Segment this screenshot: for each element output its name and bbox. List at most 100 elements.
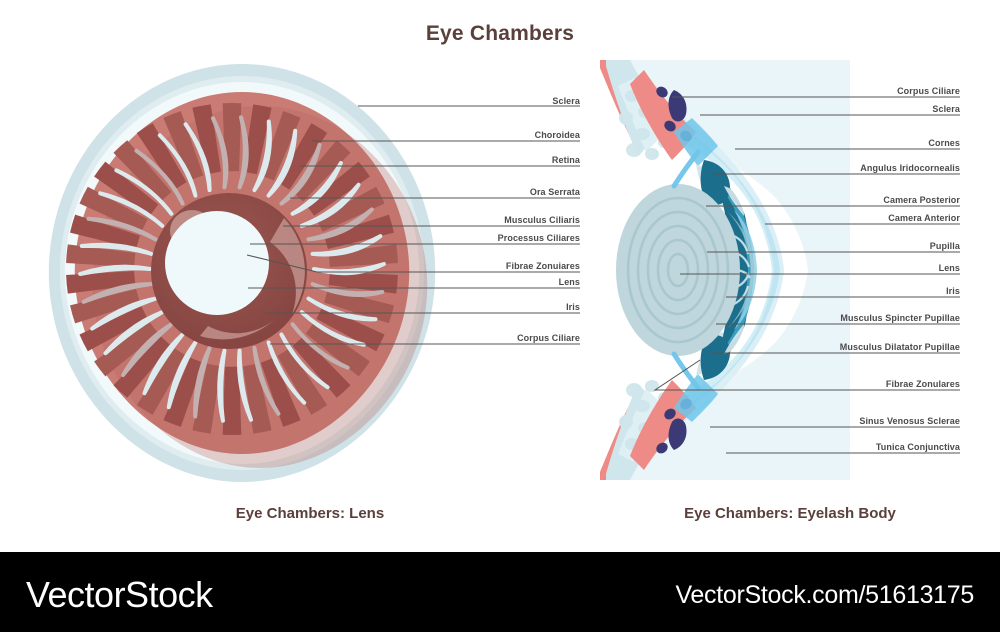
tunica-conjunctiva-bottom — [600, 374, 718, 480]
anatomy-label: Ora Serrata — [529, 187, 580, 197]
ciliary-process — [66, 244, 136, 268]
ciliary-process — [305, 161, 370, 216]
zonular-fibre — [134, 148, 185, 206]
zonular-fibre — [86, 216, 158, 242]
zonular-fibre — [90, 296, 158, 331]
zonular-fibre — [306, 296, 378, 322]
ciliary-process — [260, 357, 301, 427]
zonular-fibre — [114, 168, 174, 216]
tunica-conjunctiva-top — [600, 60, 718, 166]
anatomy-label: Iris — [946, 286, 960, 296]
zonular-fibre — [79, 242, 154, 256]
ciliary-process — [324, 214, 394, 250]
zonular-fibre — [310, 234, 383, 257]
zonular-fibre — [266, 340, 307, 405]
anatomy-label: Corpus Ciliare — [897, 86, 960, 96]
anatomy-label: Sclera — [932, 104, 960, 114]
anatomy-label: Musculus Dilatator Pupillae — [839, 342, 960, 352]
ciliary-process — [192, 363, 221, 434]
zonular-fibre — [310, 282, 385, 298]
zonular-fibre — [279, 142, 322, 206]
zonular-fibre — [237, 348, 254, 422]
zonular-fibre — [78, 264, 152, 277]
ciliary-process — [113, 140, 172, 202]
anatomy-label: Pupilla — [929, 241, 960, 251]
eye-frontal-section-diagram — [32, 58, 452, 488]
corpus-ciliare-ring — [66, 103, 398, 435]
ciliary-process — [94, 161, 159, 216]
zonular-fibre — [81, 282, 154, 304]
ciliary-process — [292, 140, 351, 202]
vectorstock-logo: VectorStock — [26, 574, 213, 615]
anatomy-label: Fibrae Zonulares — [885, 379, 960, 389]
zonular-fibre — [217, 348, 227, 423]
ciliary-process — [243, 104, 272, 175]
zonular-fibre — [290, 160, 343, 216]
zonular-fibre — [299, 310, 366, 347]
zonular-fibre — [103, 310, 165, 356]
zonular-fibre — [166, 340, 198, 410]
zonular-fibre — [290, 322, 350, 370]
ciliary-process — [277, 123, 328, 190]
ciliary-process — [222, 103, 242, 172]
figure-caption-left: Eye Chambers: Lens — [235, 505, 385, 522]
watermark-footer: VectorStock VectorStock.com/51613175 — [0, 552, 1000, 632]
zonular-fibre — [210, 116, 229, 190]
anatomy-label: Lens — [558, 277, 580, 287]
vectorstock-url: VectorStock.com/51613175 — [675, 581, 974, 609]
ciliary-process — [79, 186, 148, 232]
zonular-fibre — [252, 119, 272, 193]
lens-body — [616, 184, 754, 356]
ciliary-process — [136, 348, 187, 415]
ciliary-process — [113, 336, 172, 398]
zonular-fibre — [266, 128, 298, 198]
ciliary-process — [260, 111, 301, 181]
anatomy-label: Corpus Ciliare — [517, 333, 580, 343]
ciliary-process — [277, 348, 328, 415]
figure-caption-right: Eye Chambers: Eyelash Body — [684, 505, 896, 522]
ciliary-process — [163, 111, 204, 181]
ciliary-process — [192, 104, 221, 175]
anatomy-label: Angulus Iridocornealis — [860, 163, 960, 173]
zonular-fibre — [299, 182, 361, 228]
anatomy-label: Cornes — [928, 138, 960, 148]
sinus-venosus-sclerae-top — [656, 86, 692, 142]
zonular-fibre — [237, 115, 249, 190]
anatomy-label: Lens — [938, 263, 960, 273]
ciliary-process — [163, 357, 204, 427]
ciliary-process — [70, 214, 140, 250]
ciliary-process — [70, 288, 140, 324]
ciliary-process — [324, 288, 394, 324]
ciliary-process — [79, 306, 148, 352]
anatomy-label: Tunica Conjunctiva — [875, 442, 960, 452]
anatomy-label: Musculus Ciliaris — [504, 215, 580, 225]
zonular-fibre — [157, 133, 198, 198]
lens-pupil — [165, 211, 269, 315]
zonular-fibre — [279, 332, 330, 390]
ciliary-process — [136, 123, 187, 190]
anatomy-label: Musculus Spincter Pupillae — [840, 313, 960, 323]
zonular-fibre — [193, 345, 212, 419]
zonular-fibre — [98, 191, 165, 228]
anatomy-label: Sinus Venosus Sclerae — [859, 416, 960, 426]
fibrae-zonulares-group — [78, 115, 386, 423]
ciliary-process — [222, 366, 242, 435]
anatomy-label: Choroidea — [534, 130, 580, 140]
ciliary-process — [66, 270, 136, 294]
ciliary-process — [305, 322, 370, 377]
ciliary-process — [292, 336, 351, 398]
anatomy-label: Processus Ciliares — [497, 233, 580, 243]
zonular-fibre — [142, 332, 185, 396]
ciliary-process — [316, 306, 385, 352]
zonular-fibre — [121, 322, 174, 378]
zonular-fibre — [306, 207, 374, 242]
zonular-fibre — [252, 345, 281, 416]
anatomy-label: Sclera — [552, 96, 580, 106]
anatomy-label: Camera Anterior — [888, 213, 960, 223]
zonular-fibre — [183, 122, 212, 193]
ciliary-process — [243, 363, 272, 434]
ciliary-process — [94, 322, 159, 377]
anatomy-label: Retina — [551, 155, 580, 165]
page-title: Eye Chambers — [425, 22, 575, 45]
